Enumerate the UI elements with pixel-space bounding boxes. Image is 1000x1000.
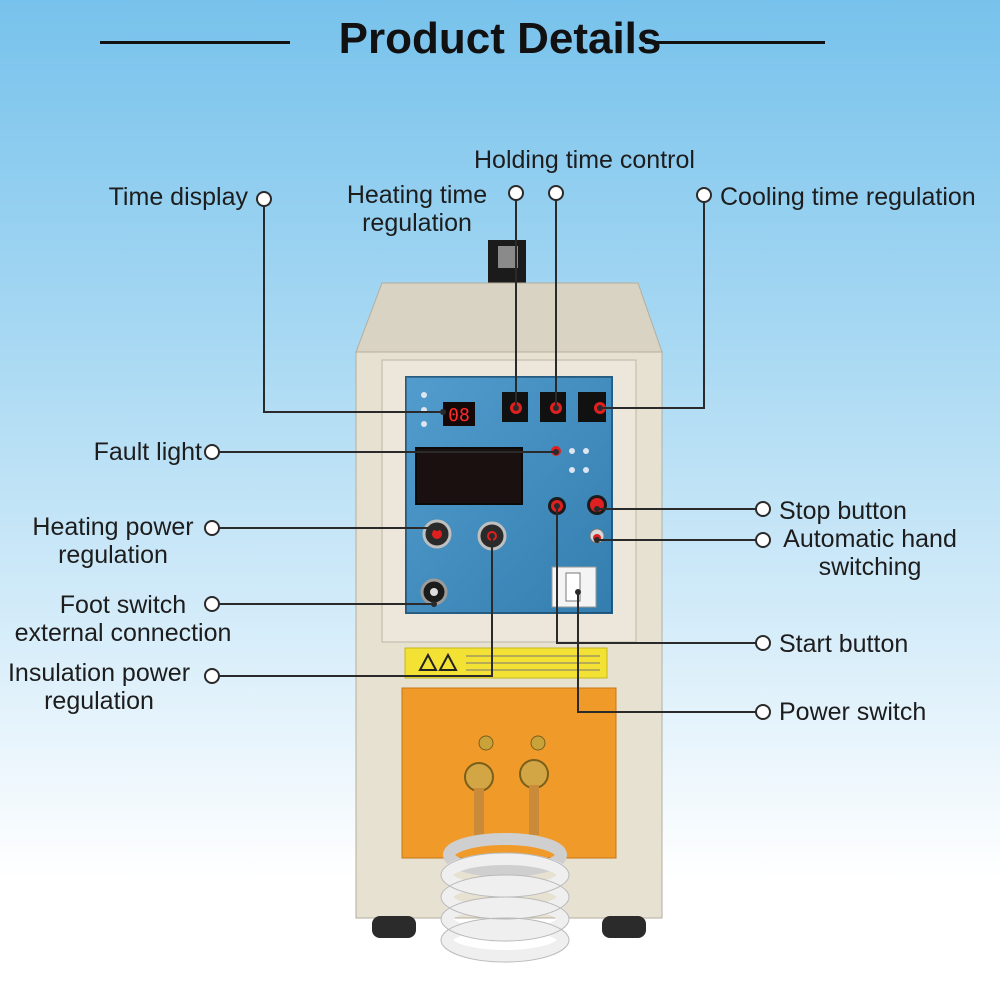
label-insulation-power-regulation: Insulation power regulation xyxy=(7,659,191,715)
start-button-leader xyxy=(556,506,762,644)
induction-coil xyxy=(441,833,569,962)
label-start-button: Start button xyxy=(779,630,909,658)
stop-button-marker xyxy=(755,501,771,517)
copper-fitting xyxy=(519,759,549,789)
time-display-marker xyxy=(256,191,272,207)
foot-switch-pin xyxy=(430,588,438,596)
auto-hand-marker xyxy=(755,532,771,548)
leader-lines xyxy=(218,200,762,713)
lower-panel xyxy=(401,687,617,859)
insulation-power-leader xyxy=(218,536,493,677)
label-cooling-time-regulation: Cooling time regulation xyxy=(720,183,976,211)
title-rule-left xyxy=(100,41,290,44)
time-display-digits: 08 xyxy=(448,405,470,426)
left-foot xyxy=(372,916,416,938)
label-heating-time-regulation: Heating time regulation xyxy=(346,181,488,237)
holding-time-marker xyxy=(548,185,564,201)
handle-window xyxy=(498,246,518,268)
indicator-dot xyxy=(421,392,427,398)
time-display-leader xyxy=(263,206,443,413)
label-time-display: Time display xyxy=(108,183,248,211)
leader-endpoints xyxy=(431,405,603,607)
right-foot xyxy=(602,916,646,938)
terminal-bolt xyxy=(478,735,494,751)
power-switch-leader xyxy=(577,592,762,713)
copper-lead xyxy=(529,785,539,835)
copper-fitting xyxy=(464,762,494,792)
induction-coil-outline xyxy=(440,852,570,963)
label-automatic-hand-switching: Automatic hand switching xyxy=(783,525,957,581)
heating-power-marker xyxy=(204,520,220,536)
label-foot-switch-external-connection: Foot switch external connection xyxy=(14,591,232,647)
indicator-dot xyxy=(583,448,589,454)
indicator-dot xyxy=(421,421,427,427)
fault-light-marker xyxy=(204,444,220,460)
cooling-time-marker xyxy=(696,187,712,203)
label-heating-power-regulation: Heating power regulation xyxy=(32,513,194,569)
indicator-dot xyxy=(569,467,575,473)
cooling-time-leader xyxy=(600,202,705,409)
induction-heater-machine: 08 xyxy=(355,240,663,963)
indicator-dot xyxy=(569,448,575,454)
start-button-marker xyxy=(755,635,771,651)
copper-lead xyxy=(474,788,484,838)
heating-time-marker xyxy=(508,185,524,201)
label-fault-light: Fault light xyxy=(93,438,202,466)
cabinet-top xyxy=(355,282,663,353)
warning-triangle-icon xyxy=(438,652,458,671)
power-switch-marker xyxy=(755,704,771,720)
insulation-power-marker xyxy=(204,668,220,684)
label-power-switch: Power switch xyxy=(779,698,927,726)
warning-triangle-icon xyxy=(418,652,438,671)
label-holding-time-control: Holding time control xyxy=(474,146,695,174)
main-display xyxy=(415,447,523,505)
heating-power-knob-cap xyxy=(432,529,442,539)
label-stop-button: Stop button xyxy=(779,497,907,525)
foot-switch-marker xyxy=(204,596,220,612)
indicator-dot xyxy=(583,467,589,473)
time-display xyxy=(443,402,475,426)
title-rule-right xyxy=(645,41,825,44)
page-title: Product Details xyxy=(338,14,662,63)
callout-markers xyxy=(204,185,771,720)
terminal-bolt xyxy=(530,735,546,751)
